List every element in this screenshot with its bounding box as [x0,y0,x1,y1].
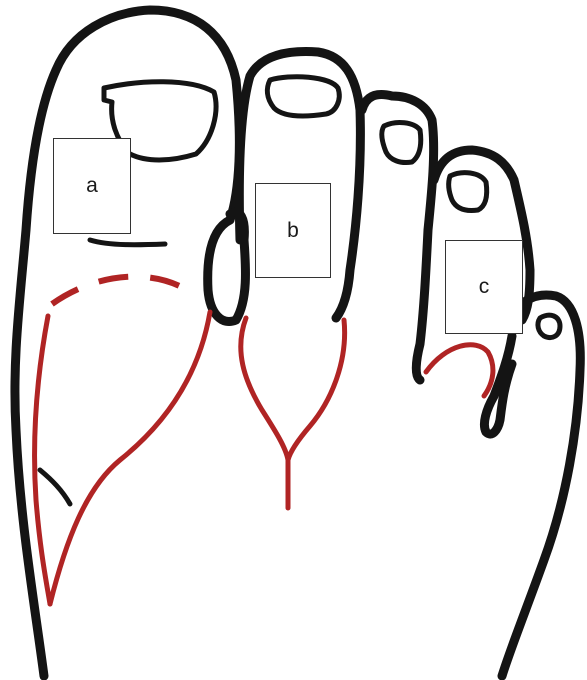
label-b: b [287,219,299,243]
label-box-b: b [255,183,331,278]
incision-dashed-arc [52,277,196,304]
label-box-a: a [53,138,131,234]
incision-big-toe-right [50,312,210,604]
third-toe-nail [382,123,421,163]
incision-second-web-left [241,318,288,460]
fourth-toe-nail [449,173,487,211]
label-a: a [86,174,98,198]
incision-fourth-web-arc [426,345,493,396]
label-c: c [479,275,490,299]
fifth-toe-outline [502,295,580,676]
sole-crease [40,470,70,504]
label-box-c: c [445,240,523,334]
foot-outline-left [15,10,239,676]
fifth-toe-nail [538,315,560,337]
incision-big-toe-left [35,316,51,604]
incision-second-web-right [288,320,345,460]
second-toe-nail [267,77,339,116]
big-toe-crease [90,240,165,245]
